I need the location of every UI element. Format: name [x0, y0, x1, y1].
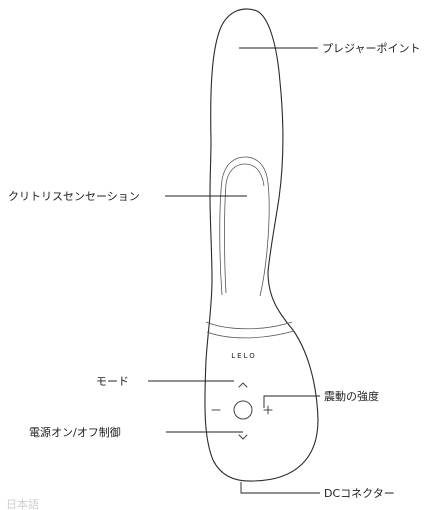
label-mode: モード — [96, 375, 129, 388]
chevron-down-icon — [238, 434, 248, 440]
collar-band — [205, 321, 293, 330]
label-dc-connector: DCコネクター — [324, 487, 395, 500]
vibration-intensity-leader — [263, 395, 320, 408]
mode-down-button[interactable] — [238, 434, 248, 440]
faded-footer-text: 日本語 — [6, 497, 39, 510]
label-vibration-intensity: 震動の強度 — [324, 389, 379, 403]
chevron-up-icon — [238, 382, 248, 388]
clitoral-arm-inner-outline — [224, 163, 265, 294]
label-power-on-off: 電源オン/オフ制御 — [29, 425, 121, 439]
dc-connector-leader — [240, 482, 320, 494]
label-clitoral-sensation: クリトリスセンセーション — [8, 190, 140, 203]
power-button[interactable] — [233, 400, 253, 420]
label-pleasure-point: プレジャーポイント — [322, 42, 420, 55]
power-button-ring — [233, 400, 253, 420]
device-body-outline — [204, 8, 319, 482]
plus-button[interactable] — [263, 405, 273, 415]
collar-band-bottom — [206, 330, 295, 339]
mode-up-button[interactable] — [238, 382, 248, 388]
brand-logo: LELO — [231, 352, 256, 360]
clitoral-arm-outline — [219, 156, 270, 297]
